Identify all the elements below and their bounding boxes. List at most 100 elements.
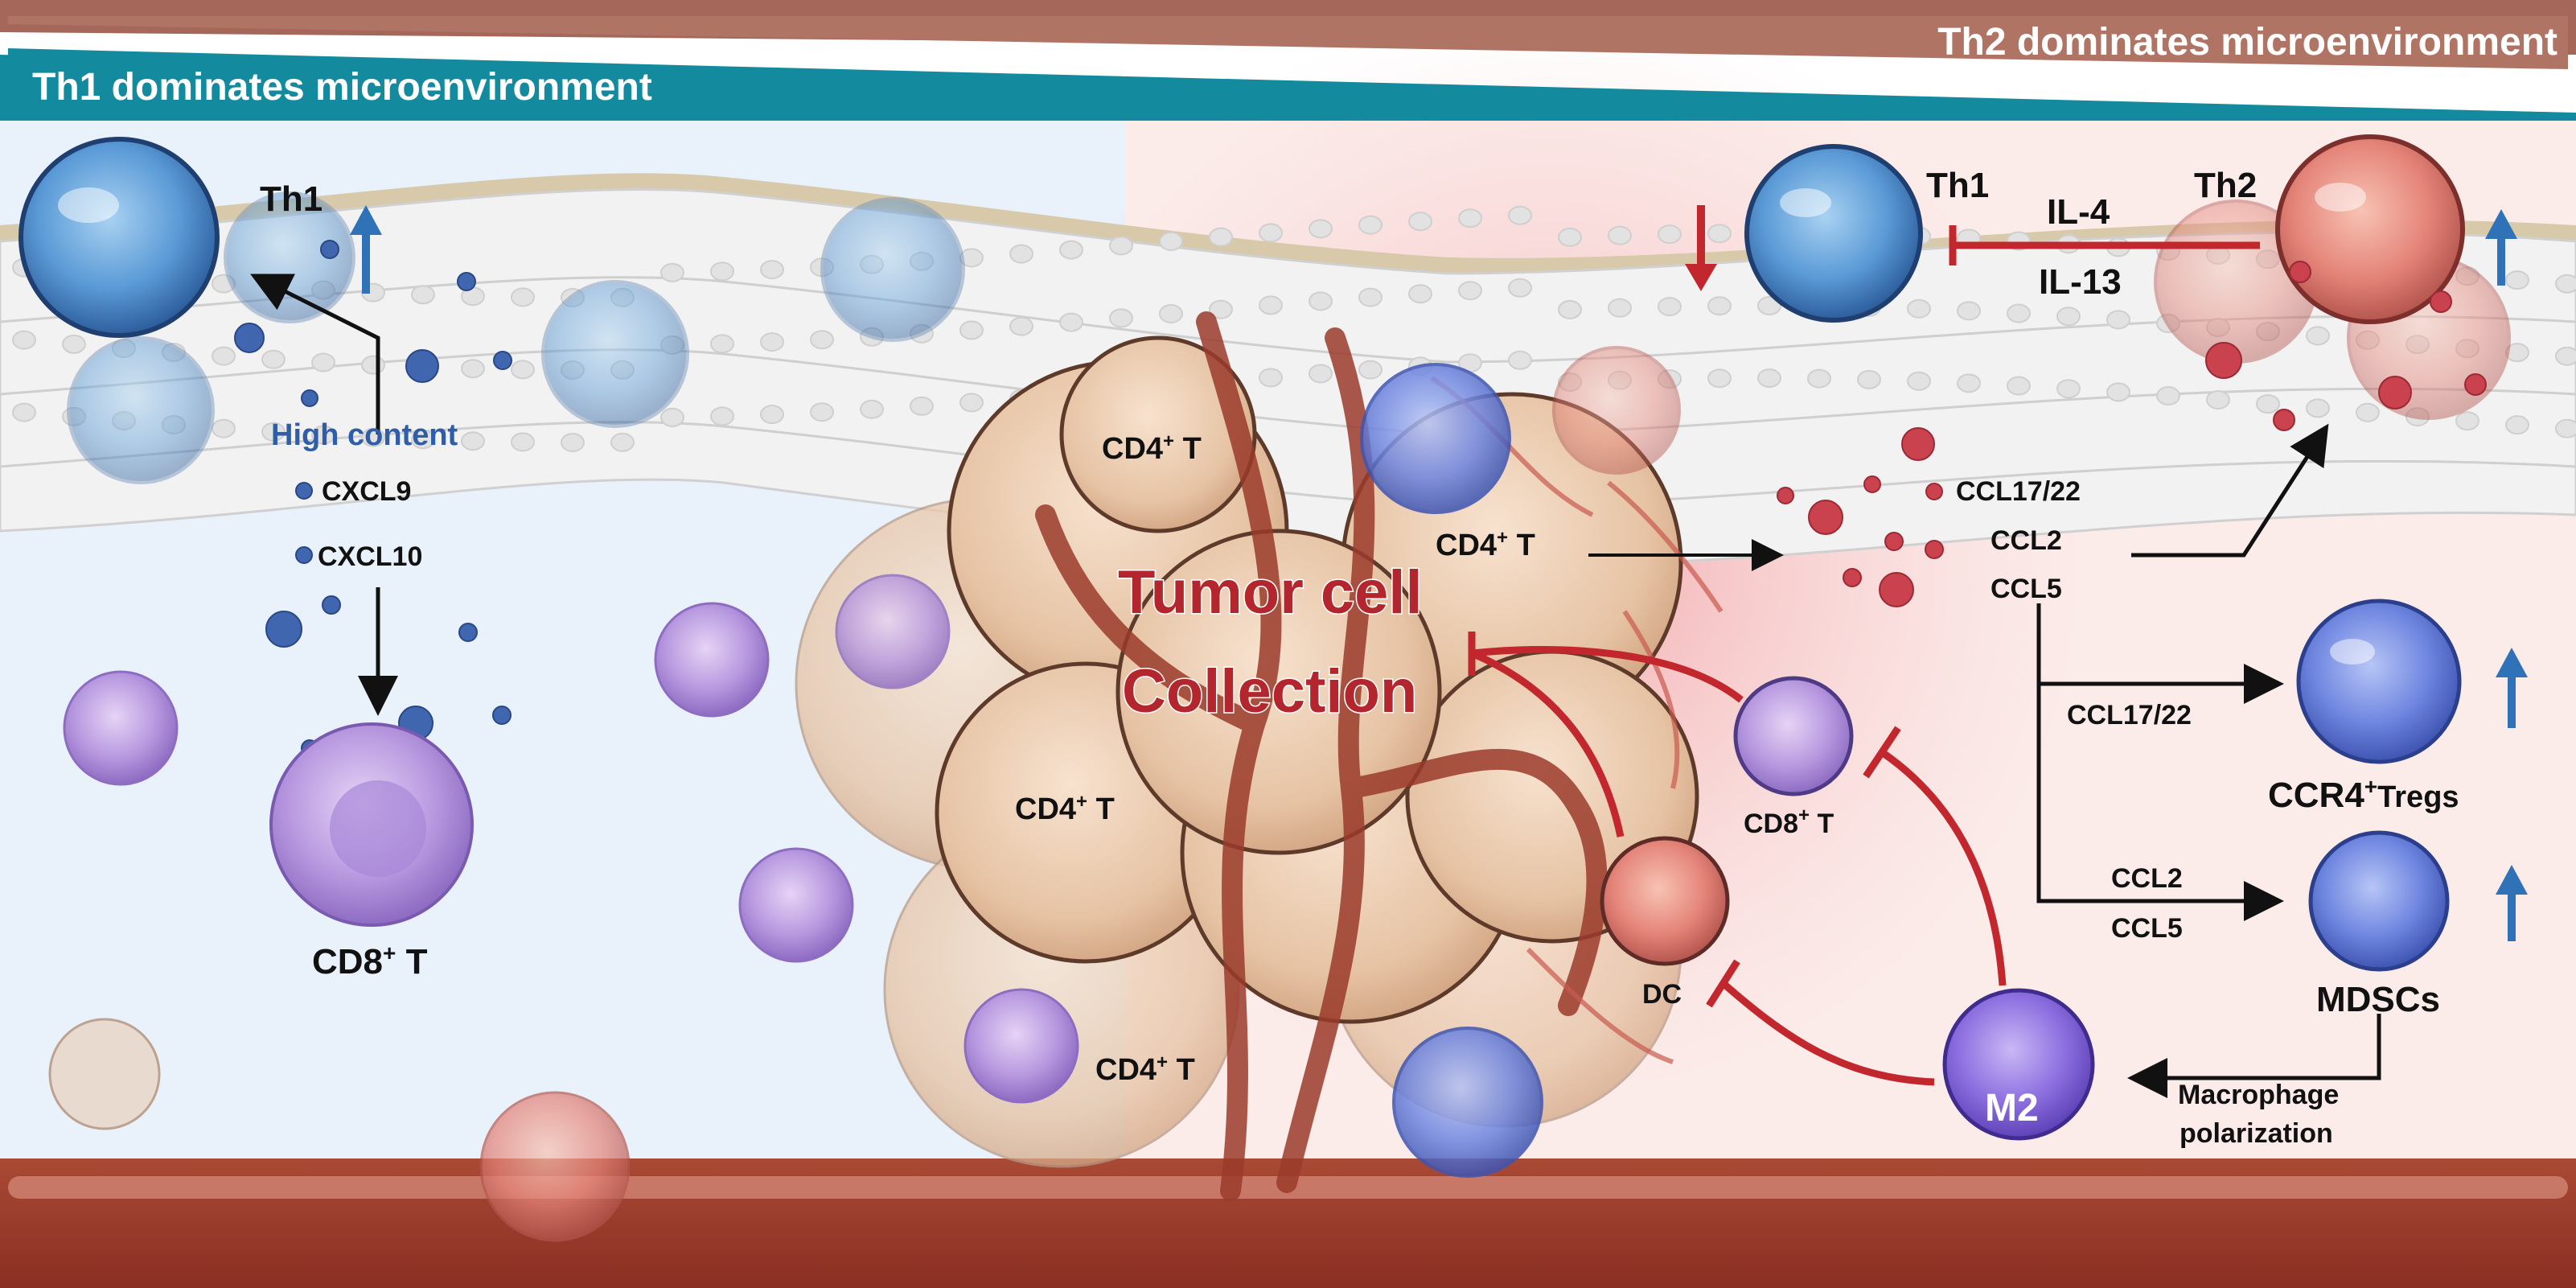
epithelium-nucleus: [2306, 398, 2330, 418]
epithelium-nucleus: [760, 332, 784, 352]
epithelium-nucleus: [1658, 297, 1682, 317]
cxcl10-label: CXCL10: [318, 541, 422, 572]
cell-highlight: [58, 187, 119, 223]
faded-cells: [67, 191, 2511, 484]
inhibition-bar-icon: [1468, 632, 2007, 1086]
epithelium-nucleus: [1458, 208, 1482, 228]
il4-label: IL-4: [2047, 192, 2110, 232]
epithelium-nucleus: [1508, 205, 1532, 225]
epithelium-nucleus: [2106, 382, 2130, 402]
epithelium-nucleus: [1707, 224, 1732, 244]
micro-vessels: [1430, 376, 1723, 1064]
epithelium-nucleus: [1009, 244, 1033, 264]
epithelium-nucleus: [511, 360, 535, 380]
epithelium-nucleus: [710, 406, 734, 426]
epithelium-nucleus: [2256, 394, 2280, 414]
epithelium-nucleus: [2306, 326, 2330, 346]
epithelium-nucleus: [2455, 411, 2479, 431]
epithelium-nucleus: [1558, 299, 1582, 319]
epithelium-nucleus: [2356, 402, 2380, 422]
ccr4-tregs-label: CCR4+Tregs: [2268, 774, 2459, 815]
epithelium-nucleus: [2505, 415, 2529, 435]
cd8-t-label-left: CD8+ T: [312, 940, 428, 981]
treg-cell-small: [1392, 1027, 1543, 1178]
epithelium-nucleus: [1059, 240, 1083, 260]
cd4-t-label: CD4+ T: [1095, 1051, 1195, 1087]
epithelium-nucleus: [461, 431, 485, 451]
epithelium-nucleus: [1159, 303, 1183, 323]
epithelium-nucleus: [1408, 284, 1432, 304]
epithelium-nucleus: [2106, 310, 2130, 330]
epithelium-nucleus: [959, 393, 984, 413]
epithelium-nucleus: [1309, 291, 1333, 311]
th2-banner-label: Th2 dominates microenvironment: [1937, 21, 2558, 64]
epithelium-nucleus: [1508, 278, 1532, 298]
polarization-label: polarization: [2180, 1118, 2333, 1149]
epithelium-nucleus: [660, 262, 684, 282]
tumor-collection-title: Collection: [1122, 657, 1417, 726]
epithelium-nucleus: [1458, 281, 1482, 301]
epithelium-nucleus: [2007, 303, 2031, 323]
cd8-t-cell-right: [1733, 676, 1854, 796]
treg-cell-small: [1360, 363, 1511, 514]
epithelium-nucleus: [62, 334, 86, 354]
epithelium-nucleus: [1209, 299, 1233, 319]
faded-dc-cell: [479, 1091, 631, 1242]
il13-label: IL-13: [2039, 262, 2122, 302]
epithelium-nucleus: [860, 399, 884, 419]
epithelium-nucleus: [1109, 236, 1133, 256]
faded-cell: [48, 1018, 161, 1130]
epithelium-nucleus: [1508, 350, 1532, 370]
epithelium-nucleus: [511, 432, 535, 452]
faded-th1-cell: [67, 336, 215, 484]
epithelium-nucleus: [1558, 227, 1582, 247]
epithelium-nucleus: [1707, 368, 1732, 389]
epithelium-nucleus: [1059, 312, 1083, 332]
epithelium-nucleus: [561, 432, 585, 452]
macrophage-polarization-arrow: [2127, 1014, 2381, 1098]
cd8-t-cell-small: [738, 847, 854, 963]
th1-banner-label: Th1 dominates microenvironment: [32, 66, 652, 109]
epithelium-nucleus: [1259, 295, 1283, 315]
epithelium-nucleus: [760, 260, 784, 280]
dc-label: DC: [1642, 979, 1682, 1010]
epithelium-nucleus: [1259, 223, 1283, 243]
th1-cell-left: [18, 137, 220, 338]
epithelium-nucleus: [461, 359, 485, 379]
epithelium-nucleus: [2555, 346, 2576, 366]
ccl5-label: CCL5: [1991, 574, 2062, 604]
cxcl9-label: CXCL9: [322, 476, 411, 507]
cd8-t-cell-small: [654, 602, 770, 718]
ccl2-label-lower: CCL2: [2111, 863, 2183, 894]
epithelium-nucleus: [810, 402, 834, 422]
th2-banner-band: [8, 16, 2568, 69]
epithelium-nucleus: [2007, 376, 2031, 396]
epithelium-nucleus: [1358, 287, 1382, 307]
arrow-up-icon: [2496, 865, 2528, 941]
cell-highlight: [2315, 183, 2366, 212]
epithelium-nucleus: [1259, 368, 1283, 388]
arrow-ccl-to-mdscs: [2036, 603, 2284, 921]
epithelium-nucleus: [1608, 298, 1632, 318]
epithelium-nucleus: [1707, 296, 1732, 316]
cell-highlight: [1780, 188, 1831, 217]
mdscs-label: MDSCs: [2316, 980, 2440, 1019]
epithelium-nucleus: [1757, 368, 1781, 389]
epithelium-nucleus: [2156, 386, 2180, 406]
epithelium-nucleus: [12, 402, 36, 422]
m2-macrophage-cell: [1942, 988, 2095, 1141]
epithelium-nucleus: [1957, 373, 1981, 393]
ccr4-tregs-cell: [2296, 599, 2462, 764]
epithelium-nucleus: [1957, 301, 1981, 321]
epithelium-layer: [0, 187, 2576, 567]
th1-cell-right: [1744, 144, 1923, 323]
epithelium-nucleus: [910, 396, 934, 416]
epithelium-nucleus: [1757, 296, 1781, 316]
th2-cell: [2275, 134, 2465, 324]
epithelium-nucleus: [12, 330, 36, 350]
tumor-cell-title: Tumor cell: [1118, 558, 1423, 627]
epithelium-nucleus: [1907, 298, 1931, 319]
epithelium-nucleus: [610, 432, 635, 452]
inhibition-bar-icon: [1949, 225, 2260, 265]
